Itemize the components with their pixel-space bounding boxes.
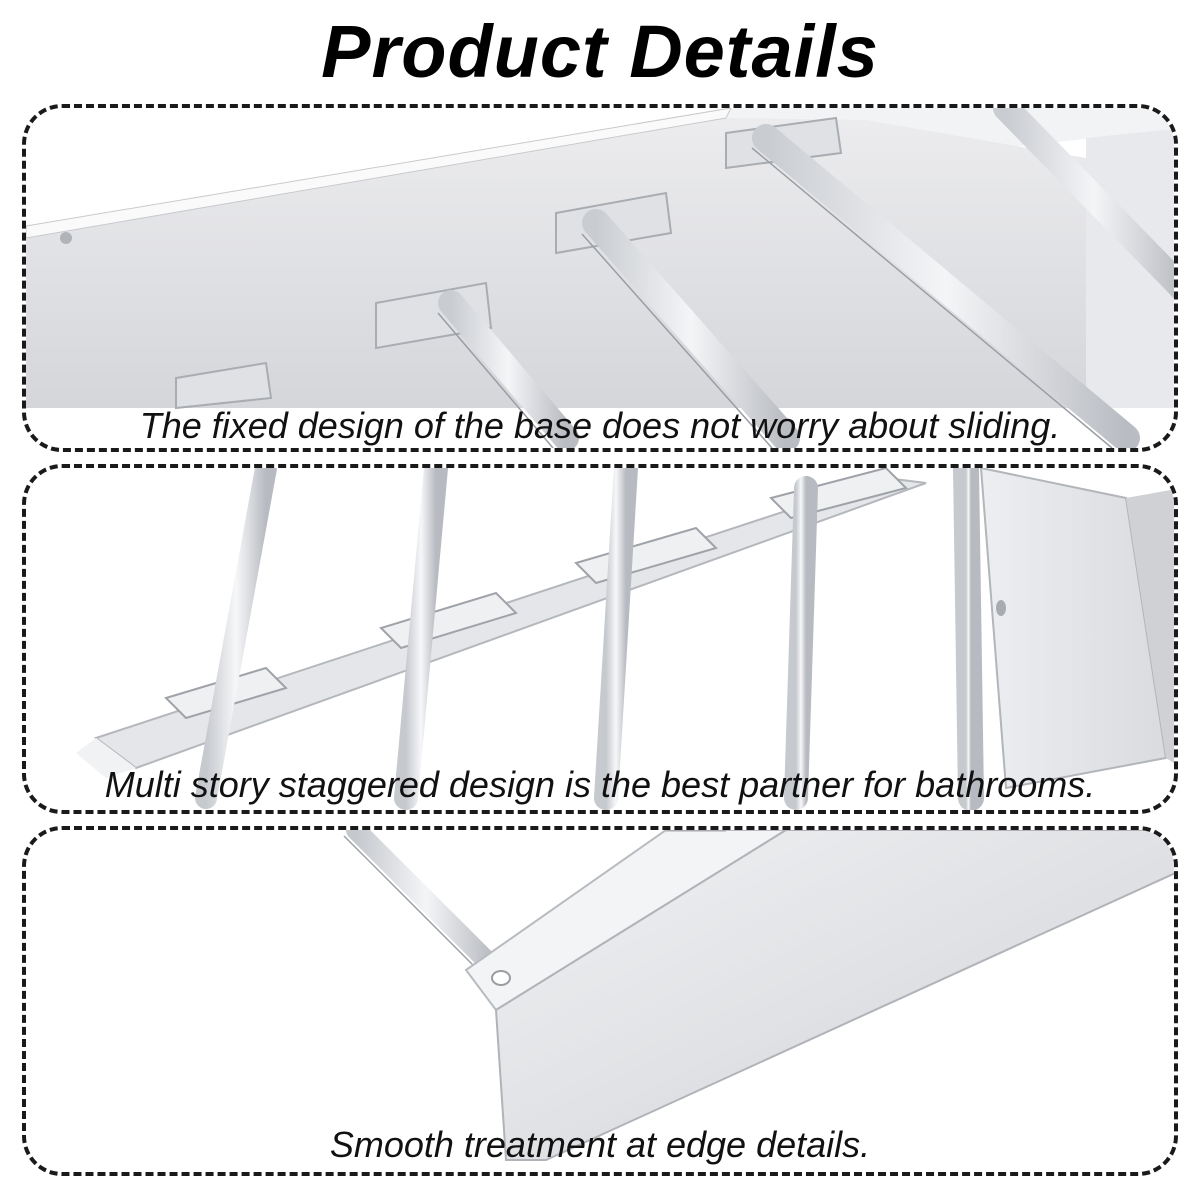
detail-panel-1: The fixed design of the base does not wo… <box>22 104 1178 452</box>
base-slots-photo <box>26 108 1174 448</box>
panel-1-caption: The fixed design of the base does not wo… <box>139 405 1061 446</box>
edge-detail-photo <box>343 830 1174 1161</box>
staggered-rods-photo <box>76 468 1174 810</box>
panel-3-caption: Smooth treatment at edge details. <box>329 1124 871 1165</box>
page-title: Product Details <box>321 10 879 93</box>
detail-panel-3: Smooth treatment at edge details. <box>22 826 1178 1176</box>
panel-2-caption: Multi story staggered design is the best… <box>104 764 1096 805</box>
detail-panel-2: Multi story staggered design is the best… <box>22 464 1178 814</box>
